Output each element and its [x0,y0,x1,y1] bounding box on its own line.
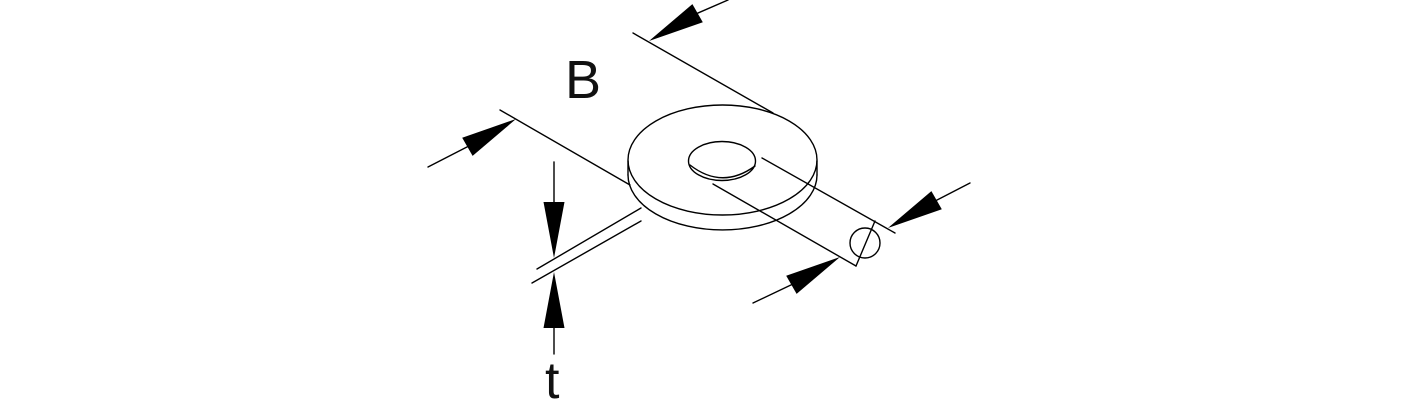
diameter-symbol-icon [849,227,881,259]
b-arrow-upper-tail [696,0,729,14]
d-arrow-lower-tail [752,284,793,304]
label-thickness: t [545,352,560,410]
d-arrow-upper-icon [888,191,942,228]
washer-outer-face [627,104,818,216]
d-extension-line-lower [712,183,857,267]
t-plate-edge-lower [531,220,642,284]
b-extension-line-upper [632,32,774,114]
b-arrow-lower-tail [427,146,469,168]
washer-bottom-rim [627,174,818,231]
t-arrow-down-icon [543,202,565,258]
washer-hole [687,140,757,182]
b-arrow-lower-icon [462,119,516,156]
dimension-t [531,161,642,355]
diameter-symbol-slash [855,220,876,267]
b-extension-line-lower [499,109,631,186]
dimension-hole-diameter [712,157,971,304]
washer-hole-bottom-rim [689,164,756,179]
label-outer-width: B [565,50,601,110]
t-plate-edge-upper [536,207,642,270]
washer-outline [627,104,818,231]
d-arrow-lower-icon [786,257,840,294]
d-arrow-upper-tail [935,182,971,201]
dimension-b [427,0,774,186]
t-arrow-up-icon [543,272,565,328]
d-extension-line-upper [761,157,896,234]
b-arrow-upper-icon [649,4,703,42]
